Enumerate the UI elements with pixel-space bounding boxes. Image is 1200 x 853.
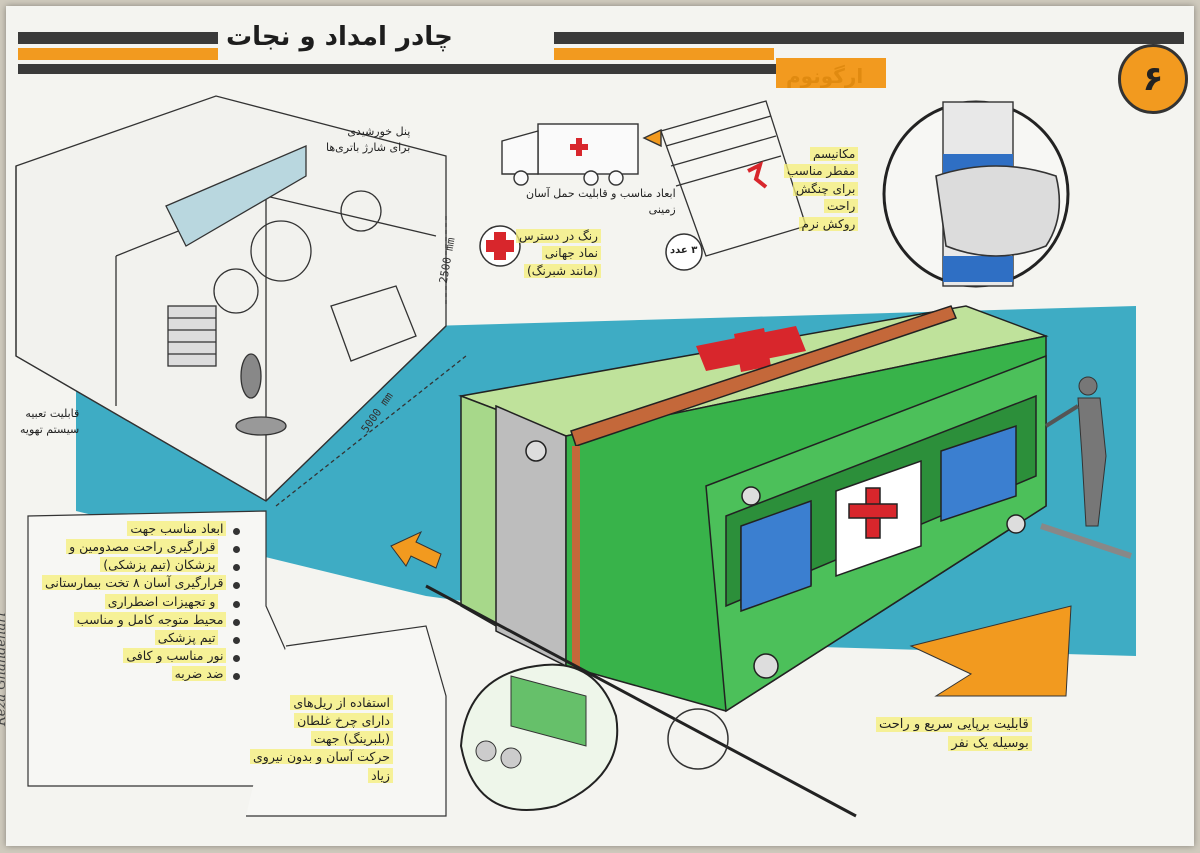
left-note-item: محیط متوجه کامل و مناسب [42, 611, 241, 629]
signature: Reza Ghandehari [0, 612, 9, 726]
red-cross-note: رنگ در دسترس نماد جهانی (مانند شبرنگ) [516, 228, 601, 280]
right-arrow [909, 605, 1072, 697]
left-note-item: قرارگیری راحت مصدومین و [42, 538, 241, 556]
interior-sketch [15, 95, 467, 507]
left-arrow [390, 530, 442, 569]
left-note-item: و تجهیزات اضطراری [42, 593, 241, 611]
header-stripes [18, 32, 1184, 88]
left-note-item: نور مناسب و کافی [42, 647, 241, 665]
door-count-label: ۳ عدد [670, 245, 698, 256]
ventilation-note: قابلیت تعبیه سیستم تهویه [20, 407, 80, 436]
left-note-item: قرارگیری آسان ۸ تخت بیمارستانی [42, 574, 241, 592]
left-note-item: پزشکان (تیم پزشکی) [42, 556, 241, 574]
left-note-item: ابعاد مناسب جهت [42, 520, 241, 538]
left-note-item: تیم پزشکی [42, 629, 241, 647]
human-figure [1044, 376, 1107, 527]
sketch-drawing [15, 32, 1184, 818]
quick-setup-note: قابلیت برپایی سریع و راحت بوسیله یک نفر [876, 716, 1032, 754]
page-subtitle: ارگونوم [786, 64, 864, 88]
rail-detail [459, 663, 729, 811]
handle-note: مکانیسم مفطر مناسب برای چنگش راحت روکش ن… [784, 146, 859, 233]
left-note-item: ضد ضربه [42, 665, 241, 683]
rescue-container [425, 305, 1132, 818]
truck-note: ابعاد مناسب و قابلیت حمل آسان زمینی [526, 187, 676, 216]
left-notes: ابعاد مناسب جهت قرارگیری راحت مصدومین و … [42, 520, 241, 683]
solar-panel-note: پنل خورشیدی برای شارژ باتری‌ها [326, 125, 411, 154]
design-sheet: چادر امداد و نجات ارگونوم ۶ پنل خورشیدی … [0, 6, 1194, 846]
handle-detail [882, 100, 1070, 288]
page-number-badge: ۶ [1118, 44, 1188, 114]
page-title: چادر امداد و نجات [226, 22, 453, 52]
rolling-note: استفاده از ریل‌های دارای چرخ غلطان (بلبر… [250, 694, 393, 785]
truck-sketch [501, 123, 662, 186]
red-cross-badge [479, 225, 521, 267]
container-side-sketch [660, 100, 807, 257]
door-count-badge [665, 233, 703, 271]
